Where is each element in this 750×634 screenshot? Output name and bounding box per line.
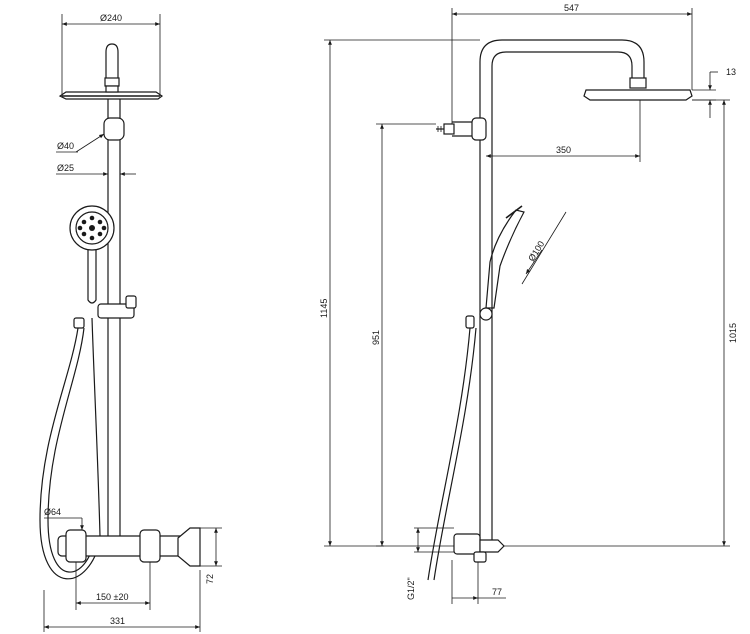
front-view (39, 43, 201, 580)
dim-bracket-diameter: Ø40 (57, 141, 74, 151)
dim-head-height: 1015 (728, 323, 738, 343)
side-dimensions: 547 13 350 1145 951 1015 Ø100 G1 (319, 3, 738, 604)
dim-head-diameter: Ø240 (100, 13, 122, 23)
dim-pipe-diameter: Ø25 (57, 163, 74, 173)
dim-arm-length: 547 (564, 3, 579, 13)
dim-valve-diameter: Ø64 (44, 507, 61, 517)
side-view (427, 39, 693, 581)
dim-outlet-distance: 350 (556, 145, 571, 155)
dim-head-thickness: 13 (726, 67, 736, 77)
dim-inlet-height: 951 (371, 330, 381, 345)
dim-handshower-diameter: Ø100 (526, 239, 546, 263)
dim-total-width: 331 (110, 616, 125, 626)
dim-overall-height: 1145 (319, 299, 329, 318)
dim-valve-height: 72 (205, 574, 215, 584)
dim-wall-offset: 77 (492, 587, 502, 597)
dim-center-distance: 150 ±20 (96, 592, 128, 602)
dim-thread: G1/2" (406, 577, 416, 600)
front-dimensions: Ø240 Ø40 Ø25 Ø64 72 150 ±20 331 (43, 13, 222, 632)
spray-nozzles (77, 215, 107, 241)
